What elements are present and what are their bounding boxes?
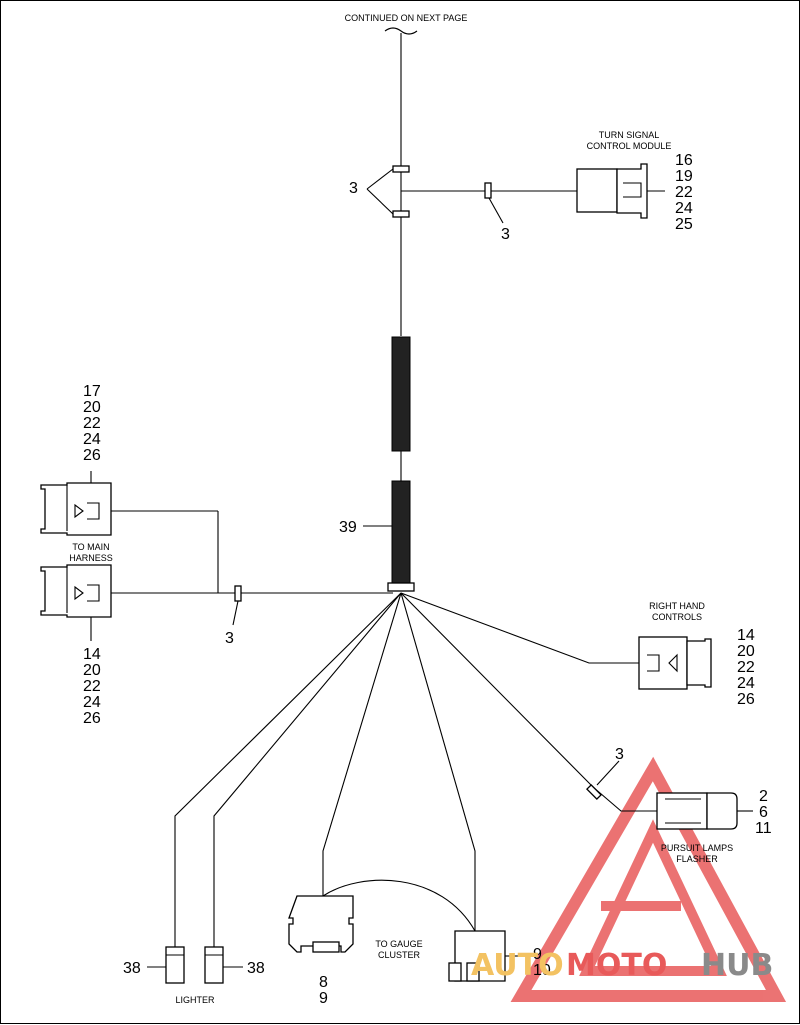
svg-text:14: 14 bbox=[737, 627, 755, 644]
svg-text:22: 22 bbox=[675, 184, 693, 201]
gauge-label-1: TO GAUGE bbox=[375, 939, 422, 949]
pursuit-clip bbox=[586, 784, 602, 800]
harness-clip-ref: 3 bbox=[225, 630, 234, 647]
pursuit-label-2: FLASHER bbox=[676, 854, 718, 864]
gauge-left-connector bbox=[288, 895, 354, 953]
gauge-left-pins: 8 9 bbox=[319, 974, 328, 1007]
svg-text:26: 26 bbox=[83, 710, 101, 727]
watermark-logo bbox=[510, 756, 787, 1002]
lighter-left-connector bbox=[147, 946, 185, 984]
gauge-label-2: CLUSTER bbox=[378, 950, 421, 960]
svg-text:24: 24 bbox=[675, 200, 693, 217]
svg-text:22: 22 bbox=[83, 678, 101, 695]
svg-text:24: 24 bbox=[737, 675, 755, 692]
pursuit-flasher-connector bbox=[656, 792, 753, 830]
right-hand-label-1: RIGHT HAND bbox=[649, 601, 705, 611]
lighter-right-ref: 38 bbox=[247, 960, 265, 977]
harness-top-pins: 17 20 22 24 26 bbox=[83, 383, 101, 464]
pursuit-label-1: PURSUIT LAMPS bbox=[661, 843, 733, 853]
svg-text:6: 6 bbox=[759, 804, 768, 821]
turn-signal-pins: 16 19 22 24 25 bbox=[675, 152, 693, 233]
svg-text:8: 8 bbox=[319, 974, 328, 991]
pursuit-wire bbox=[400, 592, 657, 812]
main-harness-upper-connector bbox=[40, 471, 112, 536]
harness-bottom-pins: 14 20 22 24 26 bbox=[83, 646, 101, 727]
trunk-clip-lower bbox=[392, 210, 410, 218]
svg-text:20: 20 bbox=[83, 662, 101, 679]
svg-text:2: 2 bbox=[759, 788, 768, 805]
svg-text:22: 22 bbox=[737, 659, 755, 676]
turn-signal-label-1: TURN SIGNAL bbox=[599, 130, 660, 140]
gauge-right-wire bbox=[400, 592, 476, 931]
gauge-left-wire bbox=[322, 592, 402, 896]
right-hand-connector bbox=[638, 636, 712, 690]
conduit-ref: 39 bbox=[339, 519, 357, 536]
leader-line bbox=[366, 188, 394, 215]
lighter-right-connector bbox=[204, 946, 243, 984]
leader-line bbox=[366, 168, 394, 190]
continued-label: CONTINUED ON NEXT PAGE bbox=[345, 13, 468, 23]
turn-signal-label-2: CONTROL MODULE bbox=[587, 141, 672, 151]
svg-text:20: 20 bbox=[83, 399, 101, 416]
svg-text:9: 9 bbox=[533, 946, 542, 963]
break-mark bbox=[384, 27, 418, 35]
watermark-text: AUTO MOTO HUB bbox=[471, 948, 773, 983]
lower-conduit bbox=[391, 480, 411, 584]
harness-label-2: HARNESS bbox=[69, 553, 113, 563]
svg-text:26: 26 bbox=[83, 447, 101, 464]
svg-text:10: 10 bbox=[533, 962, 551, 979]
pursuit-clip-ref: 3 bbox=[615, 746, 624, 763]
lighter-label: LIGHTER bbox=[175, 995, 215, 1005]
gauge-right-connector bbox=[448, 930, 521, 982]
svg-text:14: 14 bbox=[83, 646, 101, 663]
leader-line bbox=[488, 197, 504, 224]
turn-signal-clip-ref: 3 bbox=[501, 226, 510, 243]
svg-text:11: 11 bbox=[755, 820, 772, 837]
svg-text:25: 25 bbox=[675, 216, 693, 233]
clip-ref-number: 3 bbox=[349, 180, 358, 197]
right-hand-label-2: CONTROLS bbox=[652, 612, 702, 622]
right-hand-pins: 14 20 22 24 26 bbox=[737, 627, 755, 708]
right-hand-wire bbox=[400, 592, 639, 664]
gauge-right-pins: 9 10 bbox=[533, 946, 551, 979]
svg-text:HUB: HUB bbox=[701, 948, 773, 983]
svg-text:16: 16 bbox=[675, 152, 693, 169]
leader-line bbox=[232, 600, 239, 626]
svg-text:24: 24 bbox=[83, 694, 101, 711]
leader-line bbox=[596, 760, 620, 786]
svg-text:9: 9 bbox=[319, 990, 328, 1007]
conduit-end-clip bbox=[387, 582, 415, 592]
svg-text:26: 26 bbox=[737, 691, 755, 708]
svg-text:24: 24 bbox=[83, 431, 101, 448]
trunk-clip-upper bbox=[392, 165, 410, 173]
svg-text:20: 20 bbox=[737, 643, 755, 660]
main-harness-lower-connector bbox=[40, 564, 112, 641]
svg-text:19: 19 bbox=[675, 168, 693, 185]
gauge-link-wire bbox=[322, 879, 476, 932]
lighter-left-ref: 38 bbox=[123, 960, 141, 977]
svg-text:17: 17 bbox=[83, 383, 101, 400]
pursuit-pins: 2 6 11 bbox=[755, 788, 772, 837]
upper-conduit bbox=[391, 336, 411, 452]
turn-signal-clip bbox=[484, 182, 492, 199]
harness-clip bbox=[234, 585, 242, 602]
svg-text:22: 22 bbox=[83, 415, 101, 432]
svg-text:MOTO: MOTO bbox=[566, 948, 667, 983]
turn-signal-connector bbox=[576, 163, 665, 219]
harness-label-1: TO MAIN bbox=[72, 542, 109, 552]
lighter-right-wire bbox=[213, 592, 402, 947]
svg-text:AUTO: AUTO bbox=[471, 948, 564, 983]
lighter-left-wire bbox=[174, 592, 402, 947]
